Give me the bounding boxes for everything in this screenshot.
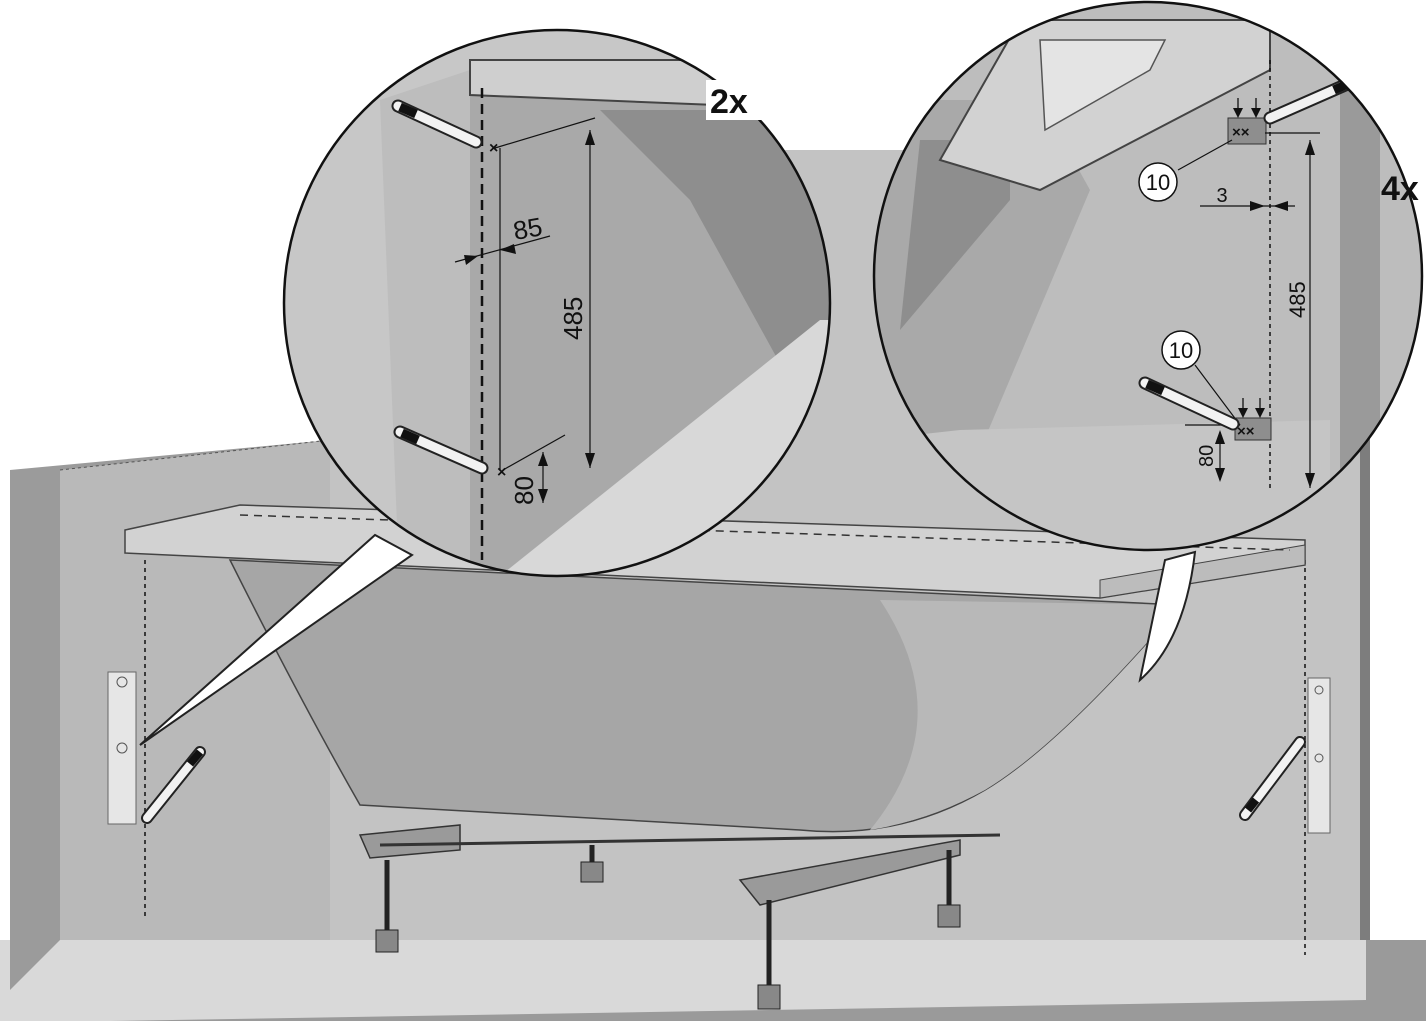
right-dim-bottom: 80 bbox=[1196, 445, 1218, 467]
pencil-icon bbox=[393, 425, 489, 475]
tub-foot bbox=[937, 850, 961, 928]
part-bubble-top bbox=[1138, 162, 1178, 202]
right-dim-gap: 3 bbox=[1216, 185, 1227, 207]
right-callout-pointer bbox=[1138, 550, 1197, 683]
right-spirit-level bbox=[1307, 677, 1331, 834]
tub-foot bbox=[580, 845, 604, 883]
part-number-top: 10 bbox=[1146, 170, 1170, 195]
pencil-icon bbox=[1138, 376, 1240, 431]
left-dim-bottom: 80 bbox=[509, 476, 539, 505]
mounting-bracket-top bbox=[1227, 117, 1267, 145]
right-detail-circle: ×× ×× bbox=[872, 0, 1424, 552]
tub-frame-left bbox=[358, 824, 461, 859]
tub-foot bbox=[375, 860, 399, 953]
svg-text:××: ×× bbox=[1237, 423, 1255, 440]
svg-text:××: ×× bbox=[1232, 124, 1250, 141]
svg-text:×: × bbox=[489, 140, 498, 157]
svg-text:×: × bbox=[497, 464, 506, 481]
left-count-box bbox=[706, 80, 768, 120]
right-count-label: 4x bbox=[1381, 170, 1419, 208]
part-number-bottom: 10 bbox=[1169, 338, 1193, 363]
left-count-label: 2x bbox=[710, 83, 748, 121]
tub-frame-right bbox=[738, 839, 961, 906]
left-callout-pointer bbox=[139, 533, 414, 746]
left-dim-vertical: 485 bbox=[558, 297, 588, 340]
pencil-icon bbox=[1239, 736, 1306, 821]
part-bubble-bottom bbox=[1161, 330, 1201, 370]
right-dim-vertical: 485 bbox=[1285, 281, 1310, 318]
pencil-icon bbox=[391, 99, 483, 149]
floor bbox=[0, 940, 1366, 1021]
left-spirit-level bbox=[107, 671, 137, 825]
tub-foot bbox=[757, 900, 781, 1010]
left-dim-offset: 85 bbox=[511, 211, 545, 246]
pencil-icon bbox=[141, 746, 206, 824]
left-detail-circle: × × 85 485 80 bbox=[282, 28, 832, 578]
